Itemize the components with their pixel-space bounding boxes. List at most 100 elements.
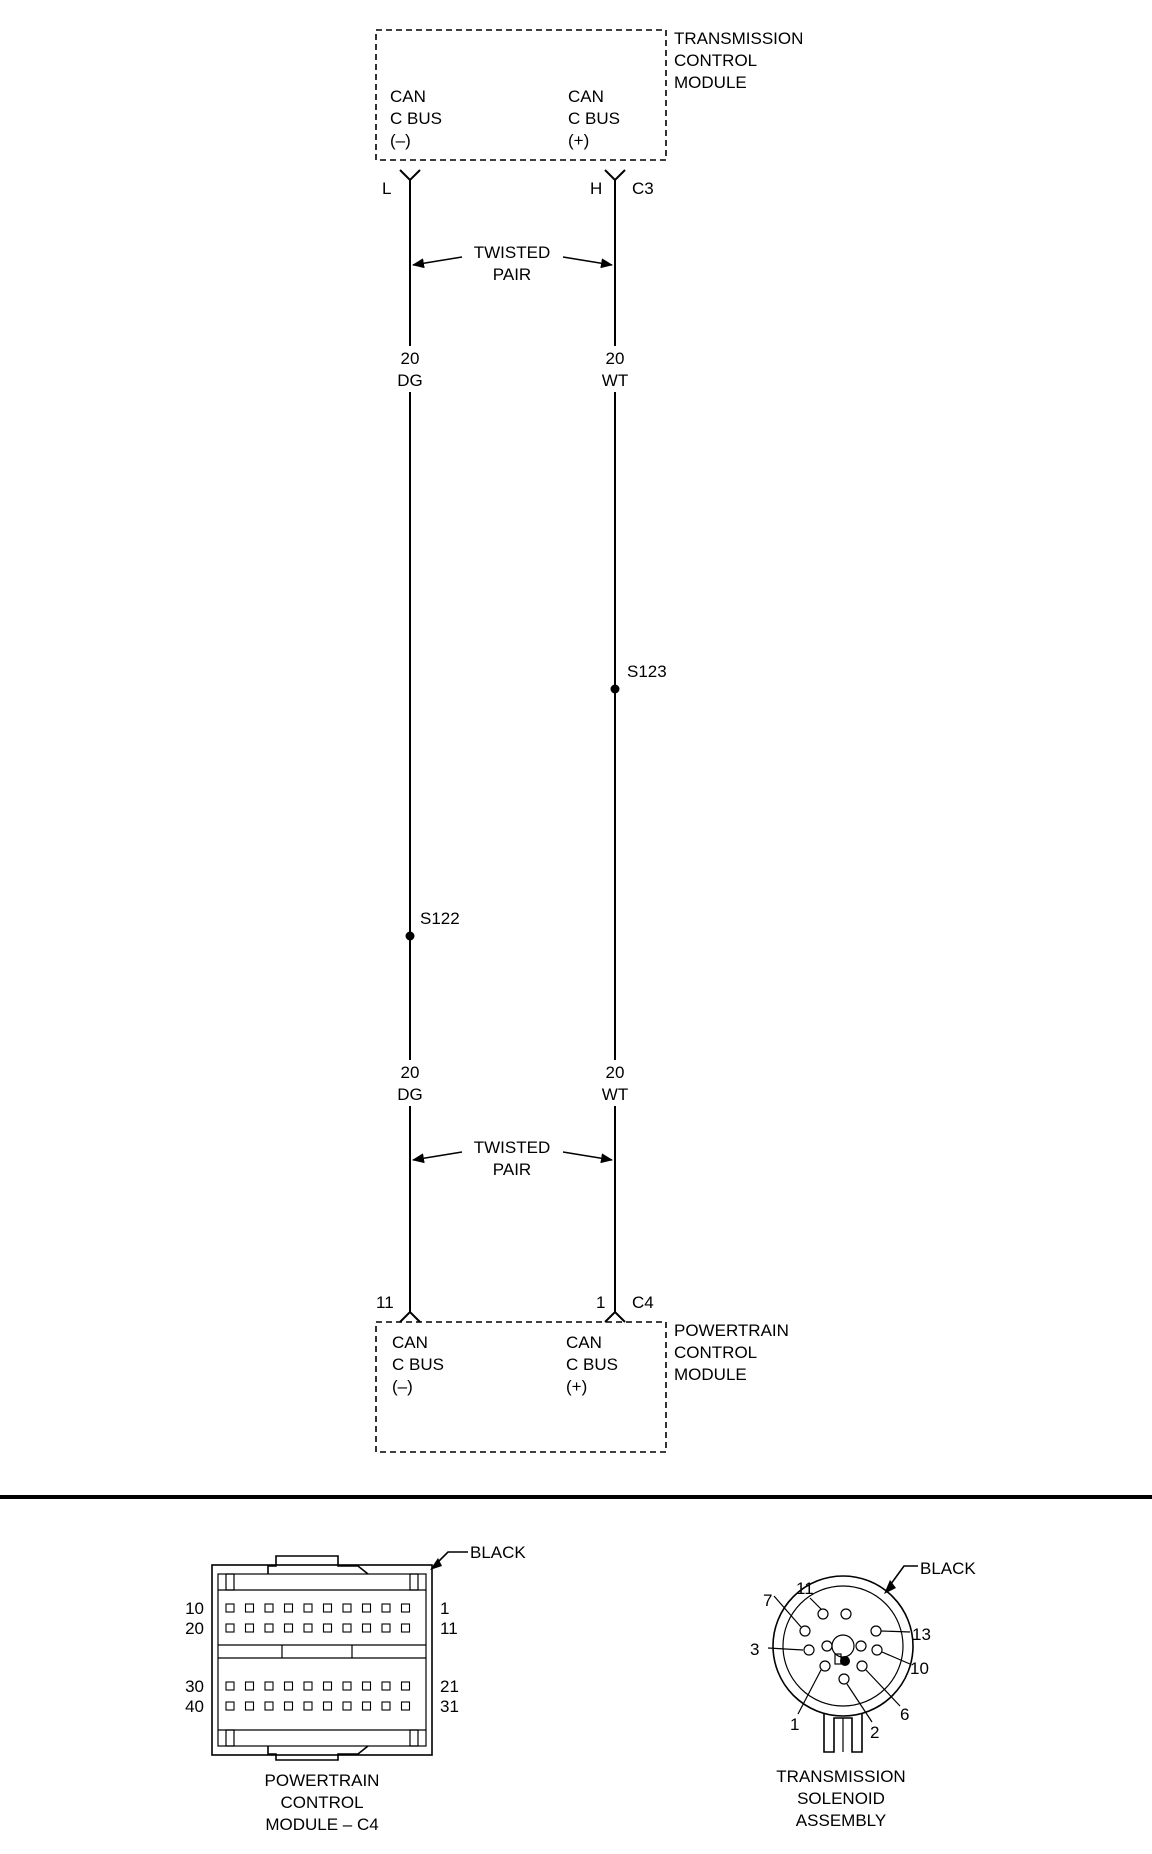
solenoid-leader-10	[881, 1651, 911, 1665]
solenoid-cavity-6	[856, 1660, 868, 1672]
solenoid-cavity-c	[855, 1640, 867, 1652]
solenoid-leader-2	[846, 1683, 873, 1723]
pcm-c4-pin-cavity	[244, 1603, 255, 1613]
tcm-left-circuit-line2: C BUS	[390, 109, 442, 128]
pcm-c4-connector-view: 10 20 30 40 1 11 21 31 BLACK POWERTRAIN …	[185, 1543, 526, 1834]
pcm-c4-pin-cavity	[303, 1603, 313, 1613]
wire-right-label-bg-bottom	[597, 1060, 633, 1106]
pcm-c4-pin-grid	[225, 1603, 411, 1711]
pcm-c4-pin-cavity	[303, 1623, 313, 1633]
pcm-c4-pin-cavity	[361, 1701, 372, 1711]
pcm-c4-caption-line2: CONTROL	[280, 1793, 363, 1812]
pcm-c4-tab-br	[409, 1729, 419, 1747]
solenoid-inner-ring	[782, 1585, 904, 1707]
solenoid-pin-label-7: 7	[763, 1591, 772, 1610]
twisted-pair-top-left-arrow	[412, 256, 463, 269]
wire-left-label-bg-top	[392, 346, 428, 392]
pcm-c4-pin-cavity	[225, 1681, 235, 1691]
wire-right-label-bg-top	[597, 346, 633, 392]
twisted-pair-top-line2: PAIR	[493, 265, 531, 284]
solenoid-leader-1	[797, 1669, 822, 1715]
wire-right-gauge-bottom: 20	[606, 1063, 625, 1082]
pcm-c4-row-label-1: 1	[440, 1599, 449, 1618]
pcm-left-circuit-line3: (–)	[392, 1377, 413, 1396]
pcm-c4-tab-bl	[225, 1729, 235, 1747]
pcm-c4-pin-cavity	[400, 1701, 411, 1711]
solenoid-pin-label-13: 13	[912, 1625, 931, 1644]
tcm-left-pin-symbol	[399, 169, 421, 182]
pcm-box	[375, 1321, 667, 1453]
solenoid-cavity-b	[821, 1640, 833, 1652]
solenoid-cavity-7	[799, 1625, 811, 1637]
pcm-c4-tab-tr	[409, 1573, 419, 1591]
pcm-c4-pin-cavity	[381, 1701, 391, 1711]
twisted-pair-bottom: TWISTED PAIR	[412, 1138, 613, 1179]
pcm-c4-pin-cavity	[244, 1681, 255, 1691]
wire-left-label-bg-bottom	[392, 1060, 428, 1106]
pcm-title-line2: CONTROL	[674, 1343, 757, 1362]
pcm-c4-caption-line3: MODULE – C4	[265, 1815, 378, 1834]
pcm-c4-pin-cavity	[264, 1701, 274, 1711]
solenoid-cavity-13	[870, 1625, 882, 1637]
pcm-c4-pin-cavity	[244, 1623, 255, 1633]
tcm-right-circuit-line3: (+)	[568, 131, 589, 150]
pcm-c4-pin-cavity	[244, 1701, 255, 1711]
tcm-module: TRANSMISSION CONTROL MODULE CAN C BUS (–…	[375, 29, 803, 198]
solenoid-pin-label-1: 1	[790, 1715, 799, 1734]
pcm-c4-bottom-latch	[267, 1745, 369, 1761]
pcm-right-pin-symbol	[604, 1310, 626, 1323]
solenoid-black-leader	[887, 1565, 918, 1589]
solenoid-leader-7	[773, 1595, 802, 1628]
solenoid-black-arrow	[884, 1580, 896, 1594]
solenoid-leader-3	[767, 1647, 804, 1651]
pcm-c4-pin-cavity	[283, 1623, 294, 1633]
wire-left-color-bottom: DG	[397, 1085, 423, 1104]
solenoid-leader-6	[865, 1669, 901, 1707]
pcm-c4-pin-cavity	[342, 1623, 352, 1633]
pcm-c4-pin-cavity	[381, 1623, 391, 1633]
solenoid-color-label: BLACK	[920, 1559, 976, 1578]
pcm-c4-row-label-40: 40	[185, 1697, 204, 1716]
pcm-c4-pin-cavity	[400, 1603, 411, 1613]
tcm-right-pin-symbol	[604, 169, 626, 182]
solenoid-pin-2-marker	[840, 1656, 850, 1666]
solenoid-cavity-10	[871, 1644, 883, 1656]
tcm-title-line3: MODULE	[674, 73, 747, 92]
tcm-left-circuit-line3: (–)	[390, 131, 411, 150]
tcm-title-line1: TRANSMISSION	[674, 29, 803, 48]
pcm-connector-label: C4	[632, 1293, 654, 1312]
solenoid-caption-line3: ASSEMBLY	[796, 1811, 886, 1830]
twisted-pair-top: TWISTED PAIR	[412, 243, 613, 284]
pcm-c4-color-label: BLACK	[470, 1543, 526, 1562]
pcm-c4-pin-cavity	[400, 1623, 411, 1633]
pcm-c4-caption-line1: POWERTRAIN	[265, 1771, 380, 1790]
pcm-c4-row-label-21: 21	[440, 1677, 459, 1696]
splice-s122-dot	[405, 931, 415, 941]
pcm-right-circuit-line1: CAN	[566, 1333, 602, 1352]
solenoid-connector-view: 11 7 3 1 2 6 10 13 BLACK TRANSMISSION SO…	[750, 1559, 976, 1830]
pcm-c4-pin-cavity	[264, 1681, 274, 1691]
pcm-c4-pin-cavity	[381, 1681, 391, 1691]
splice-s122-label: S122	[420, 909, 460, 928]
pcm-c4-pin-cavity	[322, 1681, 333, 1691]
pcm-title-line3: MODULE	[674, 1365, 747, 1384]
pcm-c4-pin-cavity	[342, 1701, 352, 1711]
tcm-left-circuit-line1: CAN	[390, 87, 426, 106]
pcm-c4-row-label-20: 20	[185, 1619, 204, 1638]
solenoid-caption-line2: SOLENOID	[797, 1789, 885, 1808]
solenoid-cavity-a	[840, 1608, 852, 1620]
solenoid-leader-11	[809, 1597, 822, 1610]
pcm-right-circuit-line2: C BUS	[566, 1355, 618, 1374]
tcm-right-pin-label: H	[590, 179, 602, 198]
pcm-left-circuit-line2: C BUS	[392, 1355, 444, 1374]
twisted-pair-top-line1: TWISTED	[474, 243, 551, 262]
pcm-c4-pin-cavity	[322, 1623, 333, 1633]
solenoid-cavity-3	[803, 1644, 815, 1656]
pcm-c4-pin-cavity	[361, 1623, 372, 1633]
pcm-c4-pin-cavity	[381, 1603, 391, 1613]
tcm-connector-label: C3	[632, 179, 654, 198]
pcm-title-line1: POWERTRAIN	[674, 1321, 789, 1340]
pcm-c4-pin-cavity	[225, 1701, 235, 1711]
solenoid-pin-label-2: 2	[870, 1723, 879, 1742]
